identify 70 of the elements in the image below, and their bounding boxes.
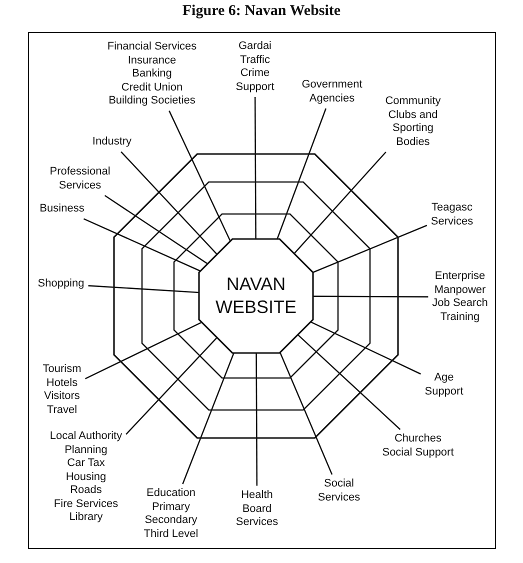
- topic-label: Training: [440, 310, 480, 324]
- topic-label: Insurance: [128, 54, 176, 68]
- topic-label: Visitors: [44, 390, 80, 404]
- topic-label: Teagasc: [432, 202, 472, 215]
- hub-title: NAVAN WEBSITE: [214, 273, 298, 319]
- spoke-line: [313, 296, 428, 298]
- topic-label: Library: [69, 510, 103, 524]
- spoke-line: [310, 321, 421, 375]
- spoke-line: [83, 218, 201, 272]
- topic-label: Financial Services: [107, 40, 197, 54]
- topic-label: Sporting: [392, 122, 434, 136]
- topic-label: Services: [318, 491, 360, 504]
- topic-label: Services: [58, 179, 102, 192]
- topic-label: Support: [236, 80, 274, 94]
- topic-label: Job Search: [432, 297, 488, 310]
- topic-label: Health: [241, 488, 273, 502]
- spoke-line: [126, 337, 218, 435]
- spoke-line: [276, 108, 326, 240]
- topic-label: Credit Union: [121, 80, 183, 94]
- topic-label: Travel: [46, 404, 78, 417]
- spoke-line: [297, 334, 401, 430]
- topic-label: Tourism: [42, 363, 82, 376]
- topic-label: Government: [302, 78, 362, 92]
- topic-label: Local Authority: [50, 430, 122, 444]
- figure-title: Figure 6: Navan Website: [181, 2, 342, 20]
- topic-label: Gardai: [238, 40, 272, 54]
- spoke-line: [88, 285, 200, 294]
- topic-label: Banking: [132, 67, 172, 81]
- spoke-line: [168, 110, 231, 242]
- topic-label: Education: [146, 487, 196, 500]
- topic-label: Manpower: [434, 284, 486, 297]
- spoke-line: [254, 97, 256, 239]
- topic-label: Age: [434, 372, 454, 385]
- topic-label: Shopping: [38, 277, 84, 291]
- topic-label: Support: [424, 385, 464, 398]
- topic-label: Board: [242, 502, 272, 516]
- topic-label: Agencies: [309, 92, 355, 106]
- topic-label: Crime: [240, 67, 270, 80]
- topic-label: Services: [236, 516, 278, 530]
- topic-label: Clubs and: [388, 108, 438, 122]
- topic-label: Car Tax: [67, 456, 105, 470]
- topic-label: Bodies: [396, 136, 430, 149]
- spoke-line: [85, 322, 202, 380]
- topic-label: Traffic: [240, 54, 270, 67]
- topic-label: Social Support: [382, 446, 454, 460]
- topic-label: Secondary: [144, 514, 198, 528]
- topic-label: Fire Services: [54, 497, 118, 511]
- center-octagon: [197, 237, 315, 355]
- topic-label: Building Societies: [108, 94, 196, 108]
- topic-label: Enterprise: [434, 270, 486, 284]
- spoke-line: [182, 352, 234, 484]
- topic-label: Services: [430, 215, 474, 228]
- topic-label: Professional: [50, 166, 110, 179]
- topic-label: Community: [385, 95, 441, 108]
- topic-label: Social: [324, 478, 354, 491]
- spoke-line: [256, 353, 258, 486]
- topic-label: Roads: [70, 484, 102, 498]
- topic-label: Churches: [394, 432, 442, 446]
- topic-label: Housing: [66, 470, 106, 484]
- topic-label: Business: [40, 202, 84, 216]
- spoke-line: [104, 194, 208, 264]
- topic-label: Planning: [64, 443, 108, 457]
- topic-label: Primary: [152, 500, 190, 514]
- topic-label: Industry: [92, 135, 132, 149]
- topic-label: Hotels: [46, 376, 78, 390]
- spoke-line: [280, 352, 333, 475]
- spoke-line: [312, 224, 428, 273]
- spoke-line: [120, 151, 218, 255]
- topic-label: Third Level: [144, 528, 198, 541]
- spoke-line: [294, 152, 386, 254]
